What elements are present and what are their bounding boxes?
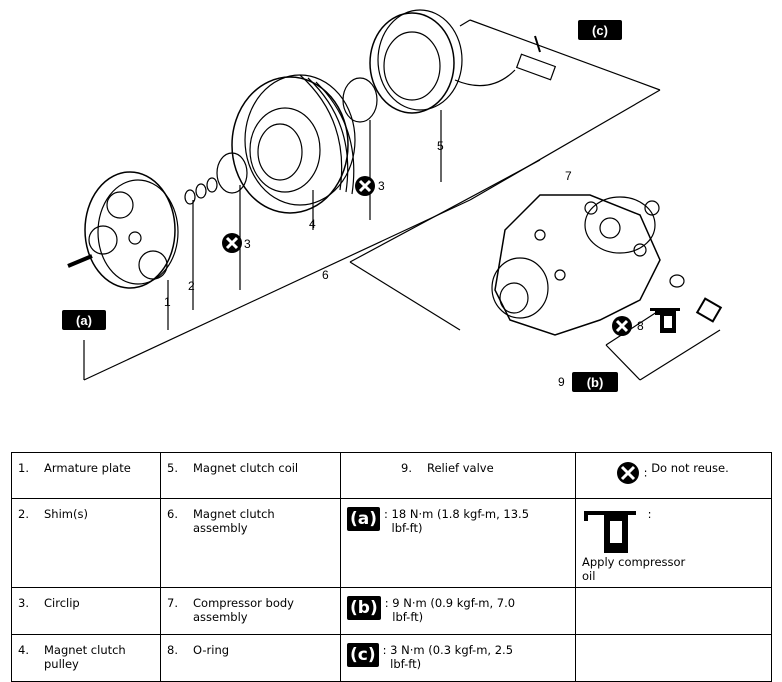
do-not-reuse-icon — [353, 174, 377, 198]
callout-6: 6 — [322, 268, 329, 282]
oil-can-icon — [650, 308, 680, 333]
callout-4: 4 — [309, 217, 316, 231]
legend-cell: 7.Compressor body assembly — [160, 587, 341, 635]
legend-cell: 3.Circlip — [11, 587, 161, 635]
svg-text:(a): (a) — [76, 313, 92, 328]
callout-3: 3 — [378, 179, 385, 193]
legend-cell: 6.Magnet clutch assembly — [160, 498, 341, 588]
callout-8: 8 — [637, 319, 644, 333]
do-not-reuse-icon — [610, 314, 634, 338]
legend-cell: 8.O-ring — [160, 634, 341, 682]
legend-table: 1.Armature plate 5.Magnet clutch coil 9.… — [11, 452, 772, 682]
torque-c-label: (c) — [578, 20, 622, 40]
legend-cell — [575, 634, 772, 682]
do-not-reuse-icon — [220, 231, 244, 255]
legend-cell: (c): 3 N·m (0.3 kgf-m, 2.5 lbf-ft) — [340, 634, 576, 682]
callout-5: 5 — [437, 139, 444, 153]
do-not-reuse-icon — [617, 462, 639, 484]
callout-3: 3 — [244, 237, 251, 251]
legend-cell: 5.Magnet clutch coil — [160, 452, 341, 499]
torque-a-label: (a) — [62, 310, 106, 330]
svg-text:(c): (c) — [592, 23, 608, 38]
torque-b-label: (b) — [572, 372, 618, 392]
oil-can-icon — [584, 511, 636, 553]
callout-2: 2 — [188, 279, 195, 293]
svg-text:(b): (b) — [587, 375, 604, 390]
legend-cell — [575, 587, 772, 635]
legend-cell: : Apply compressor oil — [575, 498, 772, 588]
legend-cell: 4.Magnet clutch pulley — [11, 634, 161, 682]
callout-7: 7 — [565, 169, 572, 183]
callout-9: 9 — [558, 375, 565, 389]
legend-cell: (a): 18 N·m (1.8 kgf-m, 13.5 lbf-ft) — [340, 498, 576, 588]
torque-icon: (a) — [347, 507, 381, 531]
legend-cell: 2.Shim(s) — [11, 498, 161, 588]
torque-icon: (b) — [347, 596, 381, 620]
legend-cell: : Do not reuse. — [575, 452, 772, 499]
callout-1: 1 — [164, 295, 171, 309]
legend-cell: (b): 9 N·m (0.9 kgf-m, 7.0 lbf-ft) — [340, 587, 576, 635]
exploded-diagram: (a) (b) (c) 1 2 3 3 4 5 6 7 8 9 — [62, 9, 723, 392]
legend-cell: 9.Relief valve — [340, 452, 576, 499]
legend-cell: 1.Armature plate — [11, 452, 161, 499]
torque-icon: (c) — [347, 643, 379, 667]
